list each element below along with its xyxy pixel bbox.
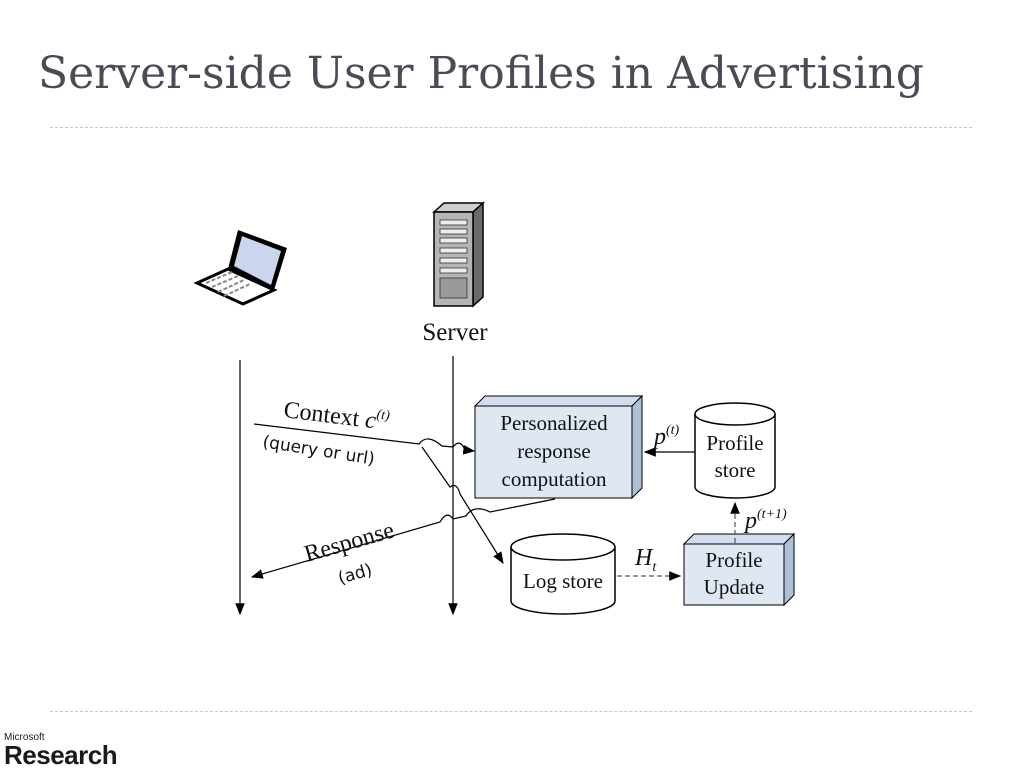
slide-title: Server-side User Profiles in Advertising xyxy=(38,48,924,99)
laptop-icon xyxy=(193,230,287,306)
context-arrow xyxy=(253,423,454,448)
log-store-label: Log store xyxy=(523,569,603,593)
log-arrow xyxy=(421,446,504,565)
logo-research: Research xyxy=(4,740,118,770)
personalized-computation-box: Personalized response computation xyxy=(473,394,644,500)
logo-microsoft: Microsoft xyxy=(4,732,45,743)
context-note: (query or url) xyxy=(261,432,376,469)
personalized-line-1: Personalized xyxy=(500,411,608,435)
response-note: (ad) xyxy=(336,560,375,589)
profile-store-line-2: store xyxy=(715,458,756,482)
server-label: Server xyxy=(422,319,488,346)
personalized-line-2: response xyxy=(517,439,590,463)
personalized-line-3: computation xyxy=(502,467,607,491)
response-label: Response xyxy=(301,517,397,567)
profile-store-cylinder: Profile store xyxy=(694,402,776,499)
footer-divider xyxy=(50,711,972,712)
response-arrow xyxy=(250,498,556,579)
p-t-label: p(t) xyxy=(652,423,680,450)
microsoft-research-logo: Microsoft Research xyxy=(4,732,118,770)
server-icon xyxy=(432,201,485,308)
h-t-label: Ht xyxy=(634,545,657,575)
log-store-cylinder: Log store xyxy=(510,533,616,615)
profile-update-line-2: Update xyxy=(704,575,765,599)
profile-store-line-1: Profile xyxy=(706,431,763,455)
profile-update-box: Profile Update xyxy=(682,532,796,607)
title-divider xyxy=(50,127,972,128)
profile-update-line-1: Profile xyxy=(705,548,762,572)
p-t1-label: p(t+1) xyxy=(743,507,787,534)
